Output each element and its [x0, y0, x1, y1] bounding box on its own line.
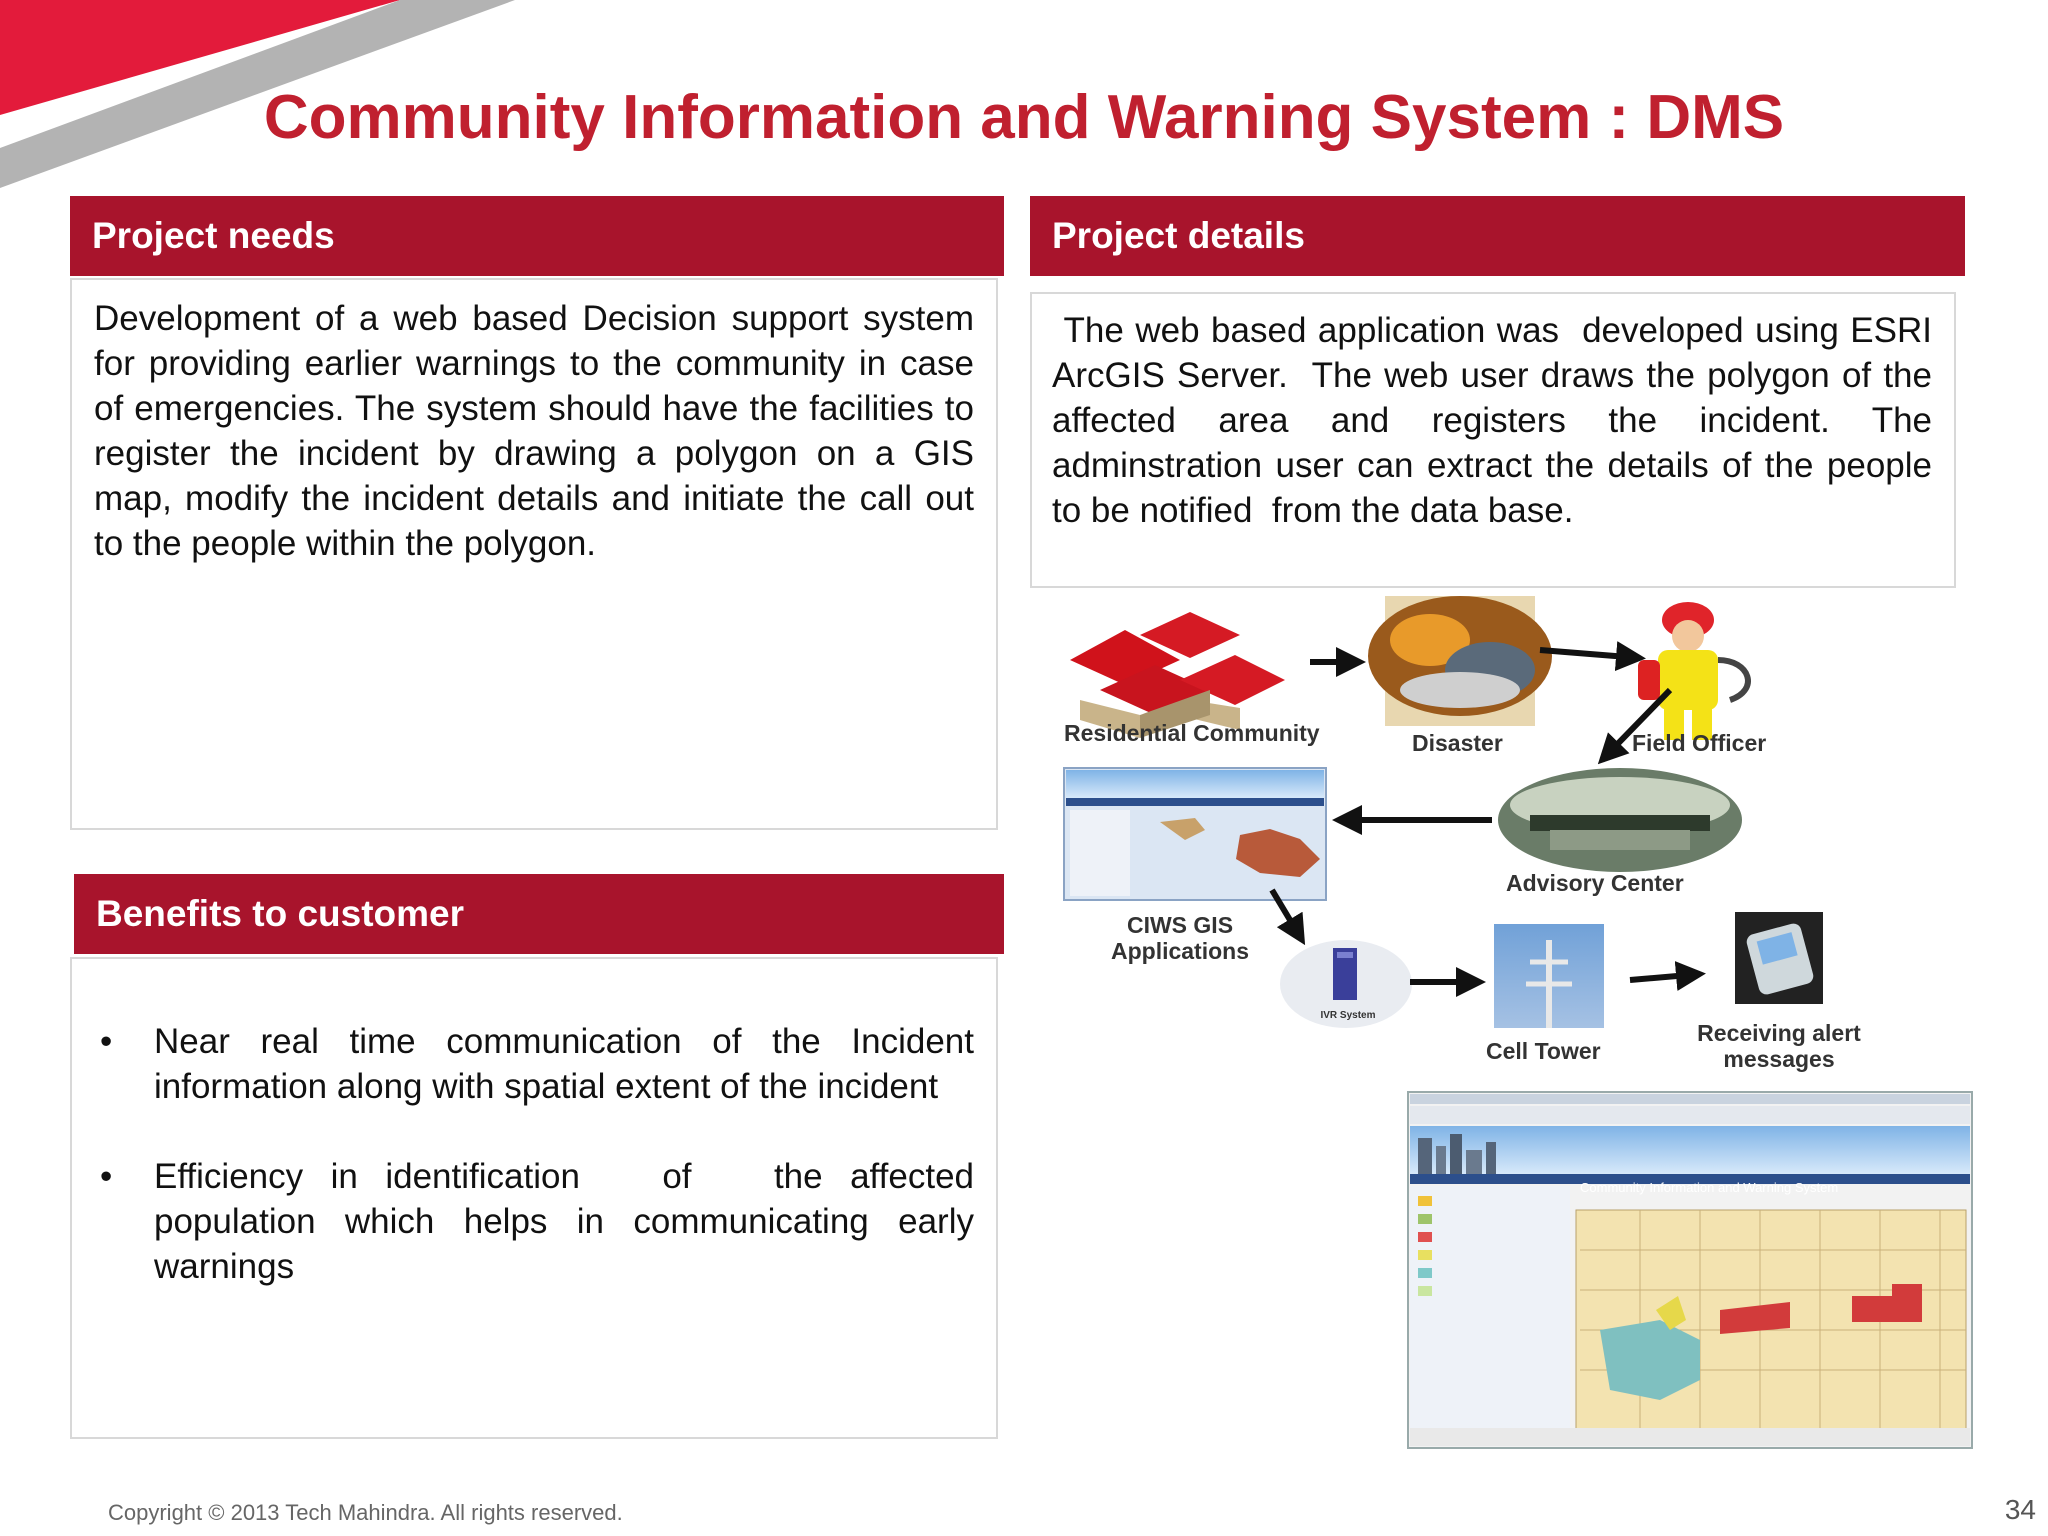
copyright-footer: Copyright © 2013 Tech Mahindra. All righ…: [108, 1500, 623, 1525]
label-field-officer: Field Officer: [1632, 730, 1767, 756]
corner-gray-stripe: [0, 0, 515, 188]
page-number: 34: [2004, 1494, 2036, 1525]
arrow-ciws-to-ivr: [1269, 888, 1306, 946]
project-details-box: The web based application was developed …: [1030, 292, 1956, 588]
project-needs-box: Development of a web based Decision supp…: [70, 278, 998, 830]
project-needs-header: Project needs: [70, 196, 1004, 276]
project-details-header: Project details: [1030, 196, 1965, 276]
field-officer-icon: [1638, 602, 1751, 740]
disaster-image: [1368, 596, 1552, 726]
label-receiving-alert-line2: messages: [1723, 1046, 1835, 1072]
cell-tower-icon: [1494, 924, 1604, 1028]
ciws-web-application-screenshot: [1407, 1091, 1973, 1449]
corner-decoration: [0, 0, 515, 188]
arrow-cell-tower-to-phone: [1629, 961, 1706, 991]
list-item: •Near real time communication of the Inc…: [82, 1019, 974, 1109]
arrow-field-officer-to-advisory: [1597, 687, 1673, 765]
label-cell-tower: Cell Tower: [1486, 1038, 1601, 1064]
arrow-disaster-to-field-officer: [1539, 641, 1646, 672]
label-disaster: Disaster: [1412, 730, 1503, 756]
bullet-icon: •: [100, 1022, 113, 1061]
residential-community-icon: [1070, 612, 1285, 738]
project-details-text: The web based application was developed …: [1052, 311, 1942, 530]
label-ivr-system: IVR System: [1320, 1010, 1376, 1021]
benefits-list: •Near real time communication of the Inc…: [82, 1019, 974, 1289]
ivr-system-icon: [1280, 940, 1412, 1028]
label-ciws-gis-line1: CIWS GIS: [1126, 912, 1234, 938]
label-receiving-alert-line1: Receiving alert: [1697, 1020, 1861, 1046]
ciws-gis-application-screenshot: [1063, 767, 1327, 901]
benefits-header: Benefits to customer: [74, 874, 1004, 954]
bullet-icon: •: [100, 1157, 113, 1196]
advisory-center-image: [1498, 768, 1742, 872]
corner-red-stripe: [0, 0, 400, 115]
workflow-diagram: Residential Community Disaster Field Off…: [1040, 590, 1980, 1450]
benefits-box: •Near real time communication of the Inc…: [70, 957, 998, 1439]
label-advisory-center: Advisory Center: [1506, 870, 1684, 896]
diagram-graphics: [1063, 596, 1973, 1449]
project-needs-text: Development of a web based Decision supp…: [94, 299, 974, 563]
app-banner-title: Community Information and Warning System: [1580, 1180, 1839, 1195]
list-item: •Efficiency in identification of the aff…: [82, 1154, 974, 1289]
label-residential-community: Residential Community: [1064, 720, 1320, 746]
receiving-alert-phone-icon: [1735, 912, 1823, 1004]
slide-title: Community Information and Warning System…: [263, 83, 1785, 152]
label-ciws-gis-line2: Applications: [1110, 938, 1249, 964]
